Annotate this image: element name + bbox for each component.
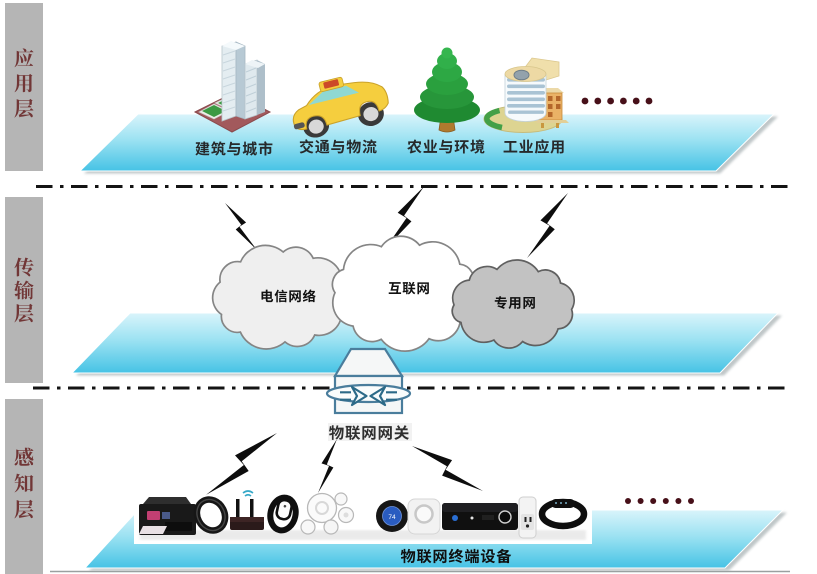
svg-text:74: 74 bbox=[388, 514, 396, 521]
